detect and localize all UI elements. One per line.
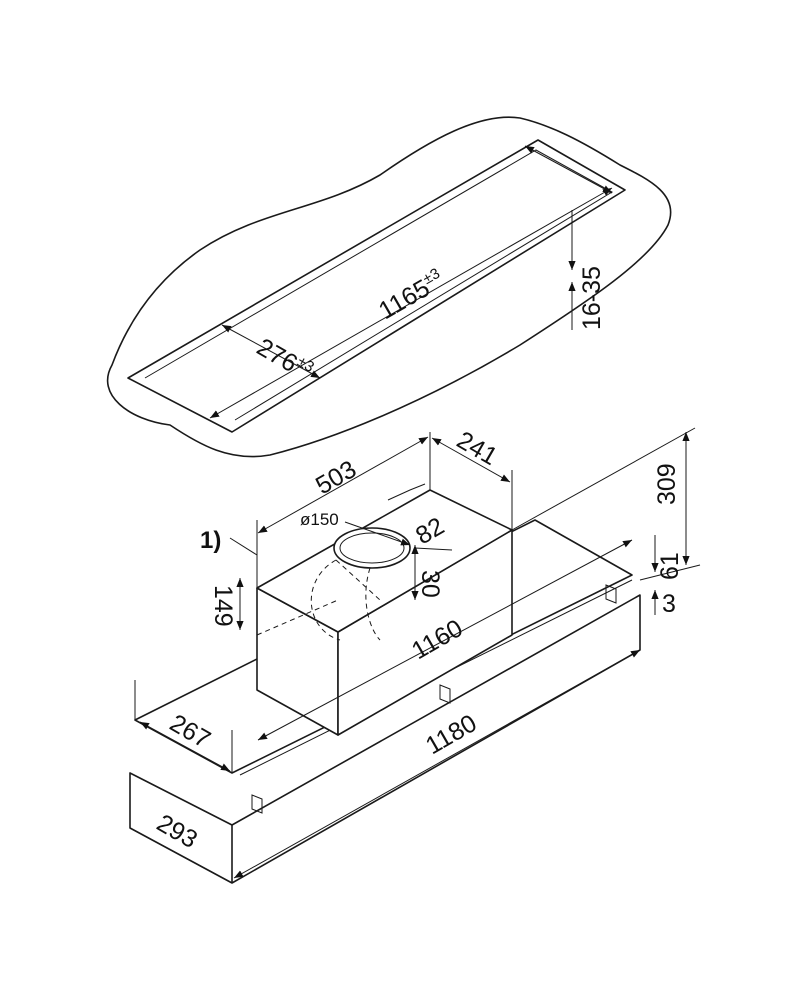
duct-diameter-label: ø150 [300, 510, 339, 529]
lip-label: 3 [662, 590, 676, 618]
worktop-thickness-label: 16-35 [578, 266, 606, 330]
total-height-label: 309 [653, 463, 681, 505]
motor-depth-label: 241 [452, 426, 502, 471]
note-reference: 1) [200, 527, 221, 554]
cutout-length-label: 1165±3 [374, 265, 449, 325]
duct-collar [333, 527, 411, 569]
motor-height-label: 149 [209, 585, 237, 627]
cutout-width-label: 276±3 [252, 332, 317, 386]
worktop: 1165±3 276±3 16-35 [106, 116, 672, 458]
panel-height-label: 61 [656, 552, 684, 580]
hood: 1) 503 241 309 ø150 82 30 149 61 3 1160 … [129, 426, 701, 884]
worktop-cutout [127, 139, 626, 433]
duct-height-label: 30 [416, 570, 444, 598]
motor-width-label: 503 [311, 455, 361, 500]
